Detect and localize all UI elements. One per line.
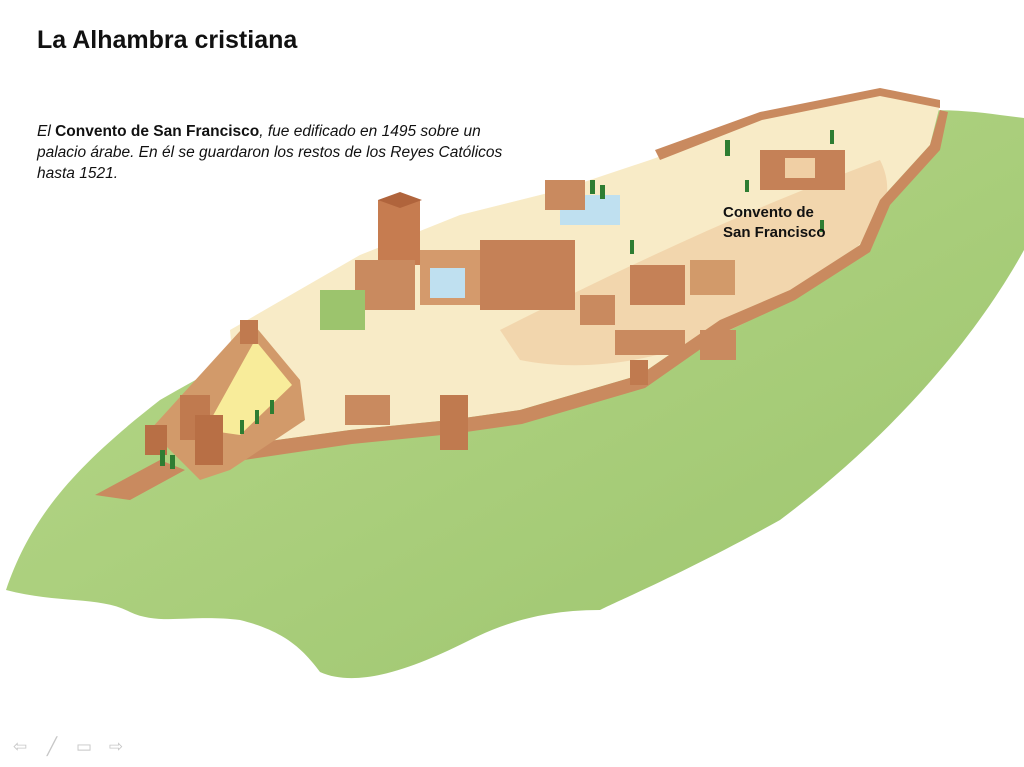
slide-description: El Convento de San Francisco, fue edific… [37,121,507,184]
palace-block-3 [480,240,575,310]
description-suffix: , fue edificado en 1495 sobre un palacio… [37,123,503,182]
description-prefix: El [37,123,56,140]
house-cluster-1 [630,265,685,305]
building-small-2 [345,395,390,425]
house-cluster-2 [690,260,735,295]
arrow-left-icon[interactable]: ⇦ [12,737,28,756]
west-ramp [95,460,185,500]
alcazaba-courtyard [205,340,292,435]
slide-navigation: ⇦ ╱ ▭ ⇨ [8,737,128,757]
garden-block [320,290,365,330]
wall-tower-2 [630,360,648,385]
north-wall [655,88,940,160]
slide-menu-icon[interactable]: ▭ [75,737,93,756]
description-highlight: Convento de San Francisco [55,123,260,140]
alcazaba-tower-3 [145,425,167,455]
north-building [545,180,585,210]
south-wall [240,110,948,460]
comares-tower-top [378,192,422,208]
slide-title: La Alhambra cristiana [37,26,298,54]
trees [160,130,834,469]
house-cluster-3 [615,330,685,355]
pen-icon[interactable]: ╱ [46,737,58,756]
comares-tower [378,200,420,265]
wall-tower-1 [440,395,468,450]
alhambra-map-illustration [6,88,1024,679]
alcazaba-tower-2 [195,415,223,465]
convent-callout-label: Convento de San Francisco [723,204,826,241]
alcazaba-tower-4 [240,320,258,344]
arrow-right-icon[interactable]: ⇨ [108,737,124,756]
san-francisco-cloister [785,158,815,178]
wall-tower-3 [700,330,736,360]
palace-pool [430,268,465,298]
building-small-1 [580,295,615,325]
